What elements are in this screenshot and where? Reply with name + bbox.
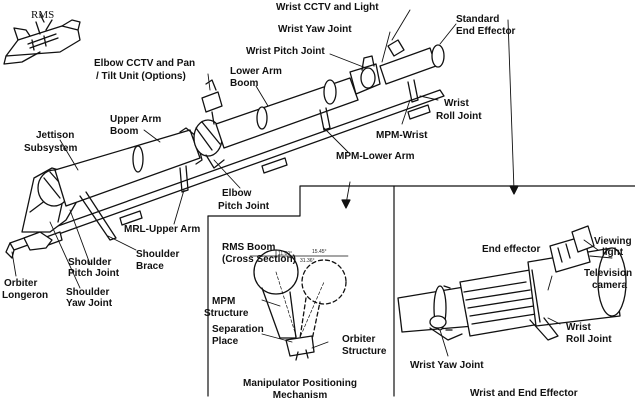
label-lower-arm-2: Boom — [230, 78, 259, 89]
label-mpm-lower: MPM-Lower Arm — [336, 151, 415, 162]
inset-frames — [207, 19, 635, 397]
label-orbiter-longeron-1: Orbiter — [4, 278, 38, 289]
dim-angle-2: 15.45° — [312, 249, 327, 255]
label-upper-arm-1: Upper Arm — [110, 114, 162, 125]
label-lower-arm-1: Lower Arm — [230, 66, 282, 77]
label-rms: RMS — [31, 9, 55, 21]
label-mpm-wrist: MPM-Wrist — [376, 130, 428, 141]
label-elbow-cctv-1: Elbow CCTV and Pan — [94, 58, 196, 69]
label-standard-ee-1: Standard — [456, 14, 500, 25]
label-separation-1: Separation — [212, 324, 264, 335]
label-mpm-structure-2: Structure — [204, 308, 249, 319]
label-orbiter-longeron-2: Longeron — [2, 290, 49, 301]
dim-angle-3: 31.36° — [300, 258, 315, 264]
leader-lines — [11, 9, 457, 289]
label-tv-camera-1: Television — [584, 268, 633, 279]
shuttle-icon — [3, 13, 81, 65]
label-wrist-cctv: Wrist CCTV and Light — [276, 2, 379, 13]
label-elbow-pitch-2: Pitch Joint — [218, 201, 270, 212]
label-jettison-1: Jettison — [36, 130, 75, 141]
label-rms-boom-1: RMS Boom — [222, 242, 276, 253]
label-rms-boom-2: (Cross Section) — [222, 254, 296, 265]
label-mrl-upper: MRL-Upper Arm — [124, 224, 201, 235]
label-wrist-yaw: Wrist Yaw Joint — [278, 24, 352, 35]
label-wrist-roll-inset-2: Roll Joint — [566, 334, 612, 345]
label-wrist-roll-inset-1: Wrist — [566, 322, 591, 333]
label-jettison-2: Subsystem — [24, 143, 78, 154]
mpm-illustration — [249, 249, 349, 361]
label-tv-camera-2: camera — [592, 280, 628, 291]
caption-mpm-2: Mechanism — [272, 390, 328, 401]
label-orbiter-structure-1: Orbiter — [342, 334, 376, 345]
label-upper-arm-2: Boom — [110, 126, 139, 137]
label-shoulder-brace-2: Brace — [136, 261, 164, 272]
label-wrist-roll-2: Roll Joint — [436, 111, 482, 122]
caption-mpm-1: Manipulator Positioning — [243, 378, 357, 389]
label-viewing-light-2: light — [602, 247, 624, 258]
label-mpm-structure-1: MPM — [212, 296, 236, 307]
label-shoulder-pitch-1: Shoulder — [68, 257, 112, 268]
label-elbow-pitch-1: Elbow — [222, 188, 252, 199]
label-shoulder-yaw-2: Yaw Joint — [66, 298, 113, 309]
label-separation-2: Place — [212, 336, 239, 347]
label-viewing-light-1: Viewing — [594, 236, 632, 247]
label-standard-ee-2: End Effector — [456, 26, 516, 37]
label-orbiter-structure-2: Structure — [342, 346, 387, 357]
arm-structure — [5, 39, 445, 259]
label-wrist-pitch: Wrist Pitch Joint — [246, 46, 325, 57]
label-wrist-yaw-inset: Wrist Yaw Joint — [410, 360, 484, 371]
label-elbow-cctv-2: / Tilt Unit (Options) — [96, 71, 186, 82]
wrist-illustration — [397, 225, 627, 357]
label-shoulder-yaw-1: Shoulder — [66, 287, 110, 298]
dim-angle-1: 11.09° — [278, 251, 293, 257]
label-shoulder-pitch-2: Pitch Joint — [68, 268, 120, 279]
caption-wrist-ee: Wrist and End Effector — [470, 388, 578, 399]
label-wrist-roll-1: Wrist — [444, 98, 469, 109]
label-shoulder-brace-1: Shoulder — [136, 249, 180, 260]
label-end-effector: End effector — [482, 244, 541, 255]
